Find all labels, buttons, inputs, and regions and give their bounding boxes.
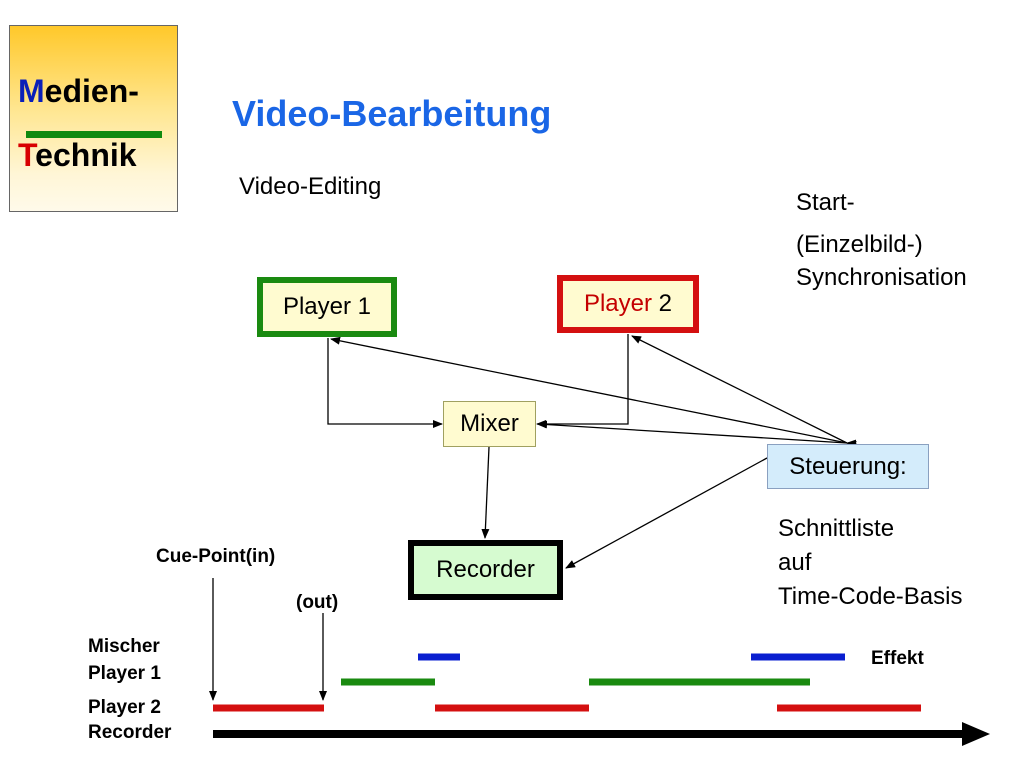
cue-in-label: Cue-Point(in): [156, 546, 276, 567]
logo-text-1: edien-: [44, 73, 139, 109]
connector-steuerung-mixer: [537, 420, 857, 448]
sync-note-line-2: (Einzelbild-): [796, 231, 923, 258]
logo-text-2: echnik: [35, 137, 137, 173]
logo-letter-t: T: [18, 137, 36, 173]
cue-out-label: (out): [296, 592, 339, 613]
mixer-node: Mixer: [443, 401, 536, 447]
steuerung-node: Steuerung:: [767, 444, 929, 489]
effekt-label: Effekt: [871, 648, 924, 669]
track-label-recorder: Recorder: [88, 722, 172, 743]
logo-line-2: Technik: [18, 137, 137, 173]
mixer-label: Mixer: [460, 410, 519, 437]
track-label-player2: Player 2: [88, 697, 161, 718]
sync-note-line-1: Start-: [796, 189, 855, 216]
cut-note-line-3: Time-Code-Basis: [778, 583, 963, 610]
sync-note-line-3: Synchronisation: [796, 264, 967, 291]
logo-panel: [9, 25, 178, 212]
recorder-node: Recorder: [408, 540, 563, 600]
connector-steuerung-player2: [631, 335, 857, 451]
steuerung-label: Steuerung:: [789, 452, 907, 480]
player1-node: Player 1: [257, 277, 397, 337]
player2-node: Player 2: [557, 275, 699, 333]
page-title: Video-Bearbeitung: [232, 93, 552, 134]
recorder-label: Recorder: [436, 556, 535, 583]
recorder-timeline-arrowhead: [962, 722, 990, 746]
player2-label-number: 2: [658, 290, 673, 317]
connector-steuerung-recorder: [565, 450, 777, 569]
connector-player1-mixer: [327, 338, 443, 428]
logo-letter-m: M: [18, 73, 45, 109]
logo-line-1: Medien-: [18, 73, 139, 109]
connector-player2-mixer: [536, 334, 629, 428]
page-subtitle: Video-Editing: [239, 173, 382, 200]
track-label-mischer: Mischer: [88, 636, 160, 657]
player2-label-word: Player: [583, 290, 652, 317]
connector-mixer-recorder: [481, 446, 490, 539]
cut-note-line-1: Schnittliste: [778, 515, 895, 542]
track-label-player1: Player 1: [88, 663, 161, 684]
cut-note-line-2: auf: [778, 549, 812, 576]
player1-label: Player 1: [282, 293, 372, 320]
logo-green-bar: [26, 131, 162, 138]
